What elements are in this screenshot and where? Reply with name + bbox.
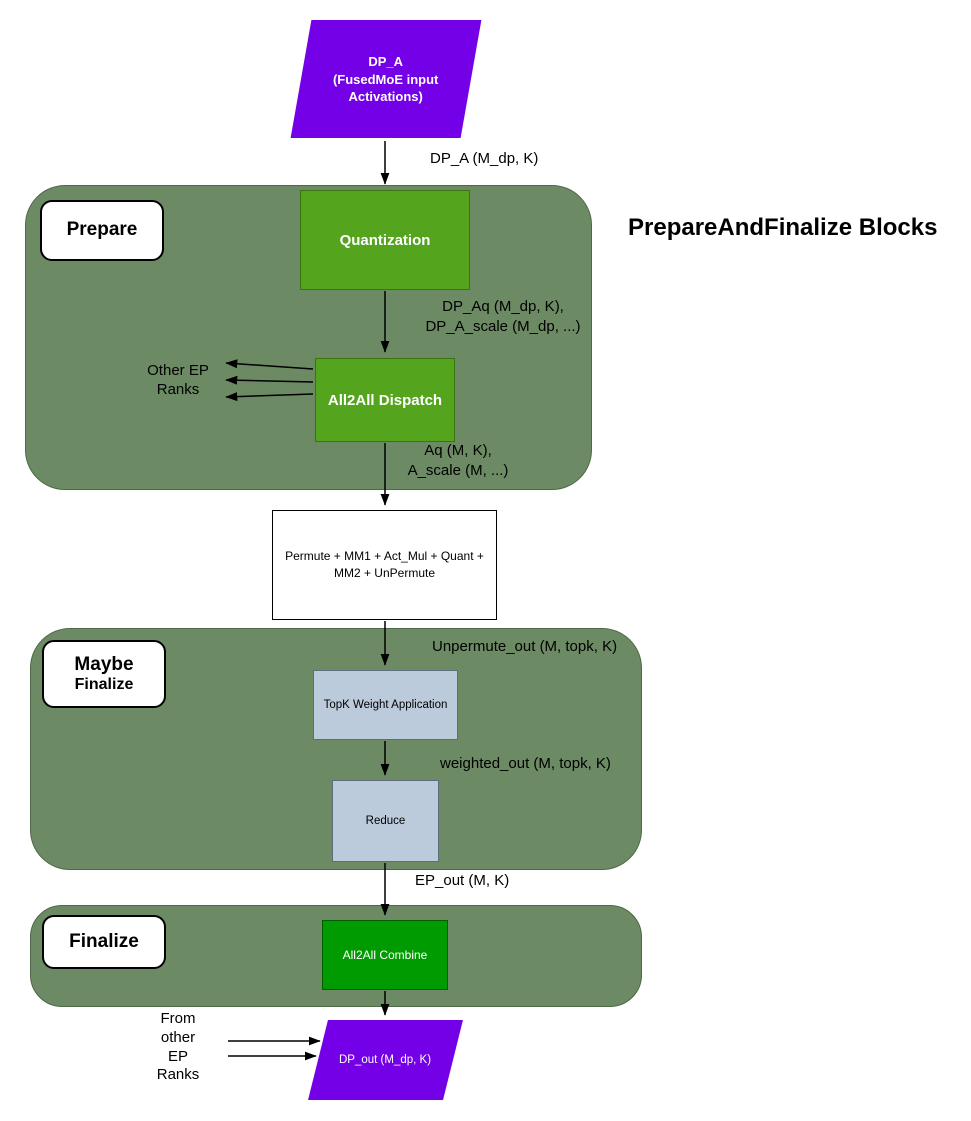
- edge-label-input-to-quantization: DP_A (M_dp, K): [430, 150, 539, 167]
- edge-label-experts-to-topk: Unpermute_out (M, topk, K): [432, 638, 618, 655]
- node-reduce-label: Reduce: [365, 815, 406, 827]
- edge-label-quantization-to-dispatch: DP_Aq (M_dp, K), DP_A_scale (M_dp, ...): [425, 298, 581, 335]
- prepare-label-text: Prepare: [66, 219, 138, 241]
- annotation-other-ep-ranks: Other EP Ranks: [147, 362, 209, 398]
- diagram-title: PrepareAndFinalize Blocks: [628, 214, 938, 241]
- node-all2all-dispatch: All2All Dispatch: [315, 358, 455, 442]
- node-input-activations: DP_A (FusedMoE input Activations): [290, 20, 482, 138]
- maybe-finalize-label-line2: Finalize: [74, 675, 134, 693]
- finalize-label-text: Finalize: [69, 930, 139, 952]
- node-quantization: Quantization: [300, 190, 470, 290]
- edge-label-reduce-to-combine: EP_out (M, K): [415, 872, 510, 889]
- finalize-label: Finalize: [42, 915, 166, 969]
- node-output: DP_out (M_dp, K): [308, 1020, 463, 1100]
- node-all2all-combine-label: All2All Combine: [342, 948, 428, 962]
- maybe-finalize-label-line1: Maybe: [74, 653, 134, 675]
- prepare-label: Prepare: [40, 200, 164, 261]
- node-topk-weight-application: TopK Weight Application: [313, 670, 458, 740]
- node-quantization-label: Quantization: [339, 231, 431, 249]
- edge-label-dispatch-to-experts: Aq (M, K), A_scale (M, ...): [407, 442, 509, 479]
- node-all2all-dispatch-label: All2All Dispatch: [327, 391, 443, 409]
- edge-label-topk-to-reduce: weighted_out (M, topk, K): [440, 755, 611, 772]
- node-topk-weight-application-label: TopK Weight Application: [323, 699, 448, 711]
- node-output-label: DP_out (M_dp, K): [339, 1054, 432, 1066]
- node-fused-experts: Permute + MM1 + Act_Mul + Quant + MM2 + …: [272, 510, 497, 620]
- maybe-finalize-label: Maybe Finalize: [42, 640, 166, 708]
- node-input-activations-label: DP_A (FusedMoE input Activations): [333, 53, 439, 104]
- annotation-from-other-ep-ranks: From other EP Ranks: [156, 1010, 200, 1084]
- node-fused-experts-label: Permute + MM1 + Act_Mul + Quant + MM2 + …: [285, 548, 484, 580]
- node-reduce: Reduce: [332, 780, 439, 862]
- node-all2all-combine: All2All Combine: [322, 920, 448, 990]
